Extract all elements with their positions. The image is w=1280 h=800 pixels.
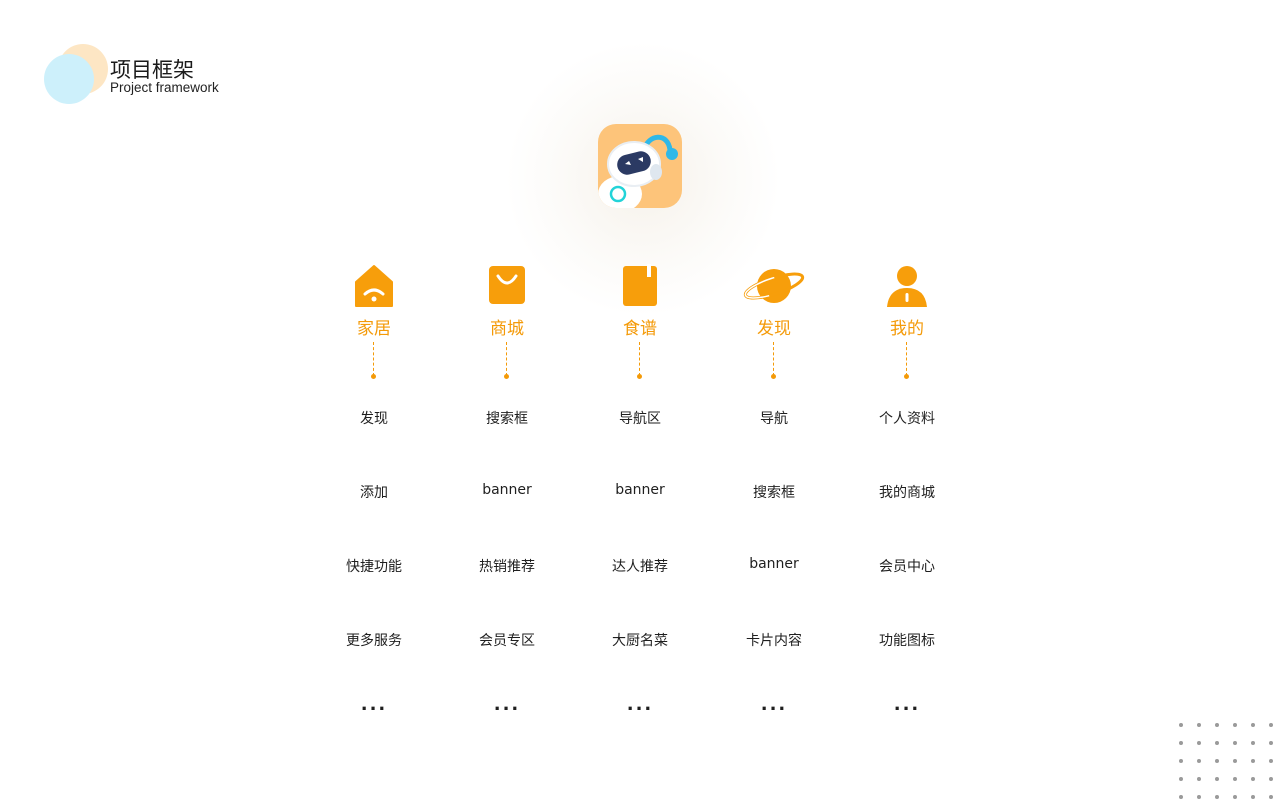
decor-dot	[1251, 795, 1255, 799]
list-item: 个人资料	[879, 411, 935, 427]
more-ellipsis: ...	[493, 694, 521, 715]
list-item: 更多服务	[346, 633, 402, 649]
more-ellipsis: ...	[360, 694, 388, 715]
decor-dot	[1179, 741, 1183, 745]
list-item: 搜索框	[486, 411, 528, 427]
tab-label-mine[interactable]: 我的	[890, 319, 924, 339]
list-item: 热销推荐	[479, 559, 535, 575]
tab-label-shop[interactable]: 商城	[490, 319, 524, 339]
list-item: 发现	[360, 411, 388, 427]
connector-dot	[504, 374, 509, 379]
decor-dot	[1269, 741, 1273, 745]
dashed-connector	[639, 342, 640, 376]
decor-dot	[1215, 777, 1219, 781]
list-item: 会员中心	[879, 559, 935, 575]
list-item: 卡片内容	[746, 633, 802, 649]
more-ellipsis: ...	[893, 694, 921, 715]
decor-dot	[1269, 795, 1273, 799]
dashed-connector	[373, 342, 374, 376]
dashed-connector	[506, 342, 507, 376]
robot-app-icon	[598, 124, 682, 208]
decor-dot	[1215, 759, 1219, 763]
decor-dot	[1233, 741, 1237, 745]
decor-dot	[1179, 795, 1183, 799]
decor-dot	[1179, 777, 1183, 781]
more-ellipsis: ...	[760, 694, 788, 715]
tab-label-home[interactable]: 家居	[357, 319, 391, 339]
list-item: 导航区	[619, 411, 661, 427]
decor-dot	[1197, 777, 1201, 781]
decor-dot	[1251, 777, 1255, 781]
page-subtitle: Project framework	[110, 80, 219, 95]
planet-icon[interactable]	[719, 264, 829, 310]
list-item: 达人推荐	[612, 559, 668, 575]
list-item: 功能图标	[879, 633, 935, 649]
decor-dot	[1179, 723, 1183, 727]
decor-circle-blue	[44, 54, 94, 104]
decor-dot	[1197, 723, 1201, 727]
list-item: 搜索框	[753, 485, 795, 501]
decor-dot	[1215, 741, 1219, 745]
decor-dot	[1179, 759, 1183, 763]
header: 项目框架 Project framework	[44, 44, 304, 108]
list-item: banner	[482, 482, 532, 498]
recipe-book-icon[interactable]	[585, 264, 695, 310]
decor-dot	[1251, 723, 1255, 727]
list-item: banner	[749, 556, 799, 572]
decor-dot	[1269, 759, 1273, 763]
list-item: 我的商城	[879, 485, 935, 501]
connector-dot	[771, 374, 776, 379]
list-item: 大厨名菜	[612, 633, 668, 649]
decor-dot	[1233, 795, 1237, 799]
decor-dot	[1233, 723, 1237, 727]
page-title: 项目框架	[110, 58, 194, 82]
decor-dot	[1215, 723, 1219, 727]
list-item: 导航	[760, 411, 788, 427]
decor-dot	[1233, 777, 1237, 781]
decor-dot	[1251, 759, 1255, 763]
decor-dot	[1197, 759, 1201, 763]
connector-dot	[637, 374, 642, 379]
connector-dot	[904, 374, 909, 379]
decor-dot-grid	[1176, 720, 1280, 800]
home-wifi-icon[interactable]	[319, 264, 429, 310]
list-item: 快捷功能	[346, 559, 402, 575]
decor-dot	[1233, 759, 1237, 763]
decor-dot	[1269, 777, 1273, 781]
decor-dot	[1197, 795, 1201, 799]
list-item: banner	[615, 482, 665, 498]
more-ellipsis: ...	[626, 694, 654, 715]
dashed-connector	[906, 342, 907, 376]
decor-dot	[1197, 741, 1201, 745]
connector-dot	[371, 374, 376, 379]
user-icon[interactable]	[852, 264, 962, 310]
list-item: 添加	[360, 485, 388, 501]
dashed-connector	[773, 342, 774, 376]
decor-dot	[1269, 723, 1273, 727]
tab-label-recipe[interactable]: 食谱	[623, 319, 657, 339]
decor-dot	[1215, 795, 1219, 799]
tab-label-discover[interactable]: 发现	[757, 319, 791, 339]
shopping-bag-icon[interactable]	[452, 264, 562, 310]
decor-dot	[1251, 741, 1255, 745]
list-item: 会员专区	[479, 633, 535, 649]
